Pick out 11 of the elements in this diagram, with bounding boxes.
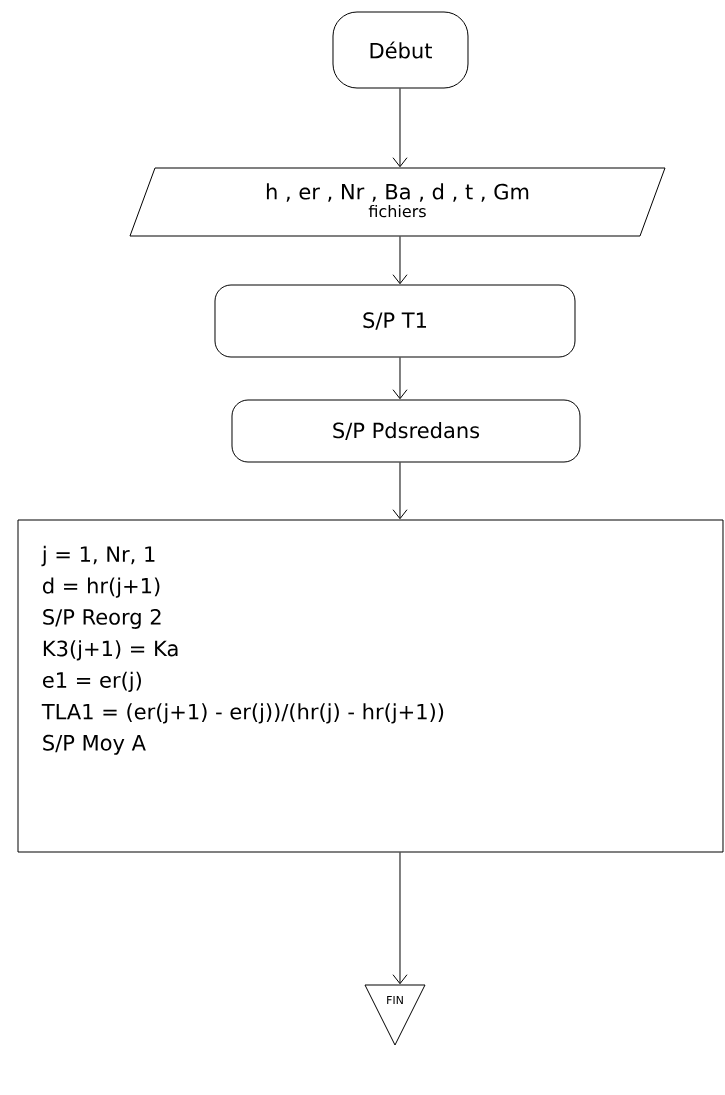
arrow bbox=[392, 236, 408, 285]
arrow bbox=[392, 852, 408, 985]
arrow bbox=[392, 88, 408, 168]
arrow bbox=[392, 357, 408, 400]
terminal-box: Début bbox=[332, 11, 469, 89]
loop-box: j = 1, Nr, 1 d = hr(j+1) S/P Reorg 2 K3(j+1) = Ka e1 = er(j) TLA1 = (er(j+1) - er(j))/(hr(j) - hr(j+1)) S/P Moy A bbox=[17, 519, 724, 853]
arrow bbox=[392, 462, 408, 520]
subroutine-box: S/P T1 bbox=[214, 284, 576, 358]
input-parallelogram: h , er , Nr , Ba , d , t , Gm fichiers bbox=[129, 167, 666, 237]
end-triangle: FIN bbox=[364, 984, 426, 1046]
subroutine-box: S/P Pdsredans bbox=[231, 399, 581, 463]
